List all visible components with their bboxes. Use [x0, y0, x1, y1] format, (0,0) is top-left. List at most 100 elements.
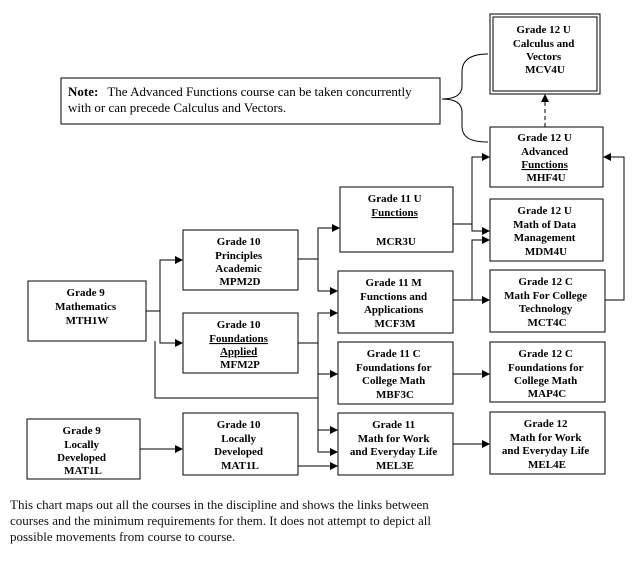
course-box-mcr3u[interactable]: Grade 11 U Functions MCR3U	[339, 186, 454, 253]
svg-text:Grade 10 Locally D: Grade 10 Locally Developed MAT1L	[214, 419, 266, 472]
mel3e-line-4: MEL3E	[376, 460, 414, 472]
mcf3m-line-1: Grade 11 M	[366, 277, 423, 289]
map4c-line-2: Foundations for	[508, 362, 584, 374]
mcv4u-line-2: Calculus and	[513, 38, 574, 50]
svg-text:Note: The Advanced Funct: Note: The Advanced Functions course can …	[68, 84, 412, 99]
mct4c-line-2: Math For College	[504, 290, 587, 302]
arrow-mcr3u-mhf4u	[453, 153, 490, 225]
mcf3m-line-2: Functions and	[360, 291, 427, 303]
mhf4u-line-1: Grade 12 U	[517, 132, 571, 144]
course-box-mat1l-grade9[interactable]: Grade 9 Locally Developed MAT1L	[26, 418, 141, 480]
mbf3c-line-1: Grade 11 C	[367, 348, 421, 360]
course-box-mbf3c[interactable]: Grade 11 C Foundations for College Math …	[337, 341, 454, 405]
mcv4u-line-1: Grade 12 U	[516, 24, 570, 36]
mct4c-line-1: Grade 12 C	[518, 276, 572, 288]
course-box-mcv4u[interactable]: Grade 12 U Calculus and Vectors MCV4U	[489, 13, 601, 95]
mcr3u-line-2: Functions	[371, 207, 418, 219]
mth1w-line-2: Mathematics	[55, 301, 117, 313]
mat1l-10-line-1: Grade 10	[217, 419, 261, 431]
svg-text:Grade 12 U Calculus and: Grade 12 U Calculus and Vectors MCV4U	[513, 24, 577, 76]
mfm2p-line-3: Applied	[220, 346, 257, 358]
mat1l-10-line-4: MAT1L	[221, 460, 259, 472]
svg-text:Grade 11 M Functions and: Grade 11 M Functions and Applications MC…	[360, 277, 430, 330]
mat1l-9-line-4: MAT1L	[64, 465, 102, 477]
mth1w-line-3: MTH1W	[66, 315, 109, 327]
svg-text:Grade 12 U Advanced: Grade 12 U Advanced Functions MHF4U	[517, 132, 574, 184]
course-box-mfm2p[interactable]: Grade 10 Foundations Applied MFM2P	[182, 312, 299, 374]
arrow-mth1w-mfm2p	[159, 311, 183, 347]
arrow-mfm2p-mcf3m	[298, 309, 338, 344]
mel3e-line-1: Grade 11	[372, 419, 415, 431]
mcr3u-line-4: MCR3U	[376, 236, 416, 248]
svg-text:Grade 9 Mathematics: Grade 9 Mathematics MTH1W	[55, 287, 119, 327]
arrow-mfm2p-mel3e	[317, 374, 338, 434]
mct4c-line-3: Technology	[519, 303, 573, 315]
mbf3c-line-3: College Math	[362, 375, 425, 387]
mat1l-9-line-1: Grade 9	[63, 425, 102, 437]
svg-text:Grade 12 U Math of Data: Grade 12 U Math of Data Management MDM4U	[513, 205, 579, 258]
mel4e-line-3: and Everyday Life	[502, 445, 590, 457]
course-box-mpm2d[interactable]: Grade 10 Principles Academic MPM2D	[182, 229, 299, 291]
mpm2d-line-2: Principles	[215, 250, 263, 262]
svg-text:Grade 12 C Math For Coll: Grade 12 C Math For College Technology M…	[504, 276, 590, 329]
course-box-mhf4u[interactable]: Grade 12 U Advanced Functions MHF4U	[489, 126, 604, 188]
mel3e-line-3: and Everyday Life	[350, 446, 438, 458]
mcv4u-line-4: MCV4U	[525, 64, 565, 76]
course-box-mel4e[interactable]: Grade 12 Math for Work and Everyday Life…	[489, 411, 606, 475]
course-box-mdm4u[interactable]: Grade 12 U Math of Data Management MDM4U	[489, 198, 604, 262]
note-brace	[441, 53, 489, 143]
mfm2p-line-4: MFM2P	[220, 359, 260, 371]
mbf3c-line-2: Foundations for	[356, 362, 432, 374]
mpm2d-line-4: MPM2D	[220, 276, 261, 288]
svg-text:Grade 9 Locally De: Grade 9 Locally Developed MAT1L	[57, 425, 109, 477]
svg-text:Grade 10 Principles: Grade 10 Principles Academic MPM2D	[215, 236, 265, 288]
mel4e-line-1: Grade 12	[524, 418, 568, 430]
course-box-mel3e[interactable]: Grade 11 Math for Work and Everyday Life…	[337, 412, 454, 476]
map4c-line-3: College Math	[514, 375, 577, 387]
svg-text:Grade 11 C Foundations f: Grade 11 C Foundations for College Math …	[356, 348, 434, 401]
mth1w-line-1: Grade 9	[67, 287, 106, 299]
arrow-mct4c-mhf4u	[603, 153, 625, 301]
mdm4u-line-4: MDM4U	[525, 246, 567, 258]
svg-text:Grade 10 Foundations: Grade 10 Foundations Applied MFM2P	[209, 319, 270, 371]
mat1l-9-line-2: Locally	[64, 439, 99, 451]
arrow-mcr3u-mdm4u	[471, 224, 490, 235]
mct4c-line-4: MCT4C	[527, 317, 566, 329]
mat1l-10-line-2: Locally	[221, 433, 256, 445]
note-line-1: The Advanced Functions course can be tak…	[107, 84, 412, 99]
mat1l-10-line-3: Developed	[214, 446, 263, 458]
note-line-2: with or can precede Calculus and Vectors…	[68, 100, 286, 115]
mcf3m-line-4: MCF3M	[375, 318, 417, 330]
map4c-line-4: MAP4C	[528, 388, 567, 400]
mpm2d-line-1: Grade 10	[217, 236, 261, 248]
svg-text:Grade 12 Math for Work: Grade 12 Math for Work and Everyday Life…	[502, 418, 592, 471]
mdm4u-line-2: Math of Data	[513, 219, 576, 231]
course-box-mat1l-grade10[interactable]: Grade 10 Locally Developed MAT1L	[182, 412, 299, 476]
svg-text:Grade 11 U Functions: Grade 11 U Functions MCR3U	[368, 193, 425, 248]
arrow-mfm2p-mbf3c	[317, 343, 338, 378]
mbf3c-line-4: MBF3C	[376, 389, 414, 401]
mhf4u-line-4: MHF4U	[526, 172, 565, 184]
arrow-mpm2d-mcr3u	[298, 224, 340, 260]
course-box-mth1w[interactable]: Grade 9 Mathematics MTH1W	[27, 280, 147, 342]
arrow-mcf3m-mdm4u	[453, 236, 490, 301]
svg-text:Grade 12 C Foundations f: Grade 12 C Foundations for College Math …	[508, 348, 586, 400]
course-box-mcf3m[interactable]: Grade 11 M Functions and Applications MC…	[337, 270, 454, 334]
mel4e-line-4: MEL4E	[528, 459, 566, 471]
mhf4u-line-3: Functions	[521, 159, 568, 171]
mfm2p-line-2: Foundations	[209, 333, 268, 345]
mel4e-line-2: Math for Work	[510, 432, 583, 444]
course-box-mct4c[interactable]: Grade 12 C Math For College Technology M…	[489, 269, 606, 333]
course-box-map4c[interactable]: Grade 12 C Foundations for College Math …	[489, 341, 606, 403]
arrow-mpm2d-mcf3m	[317, 259, 338, 295]
map4c-line-1: Grade 12 C	[518, 348, 572, 360]
mat1l-9-line-3: Developed	[57, 452, 106, 464]
mfm2p-line-1: Grade 10	[217, 319, 261, 331]
diagram-caption: This chart maps out all the courses in t…	[10, 497, 431, 544]
note-callout: Note: The Advanced Functions course can …	[60, 53, 489, 143]
svg-text:Grade 11 Math for Work: Grade 11 Math for Work and Everyday Life…	[350, 419, 440, 472]
mcf3m-line-3: Applications	[364, 304, 424, 316]
mdm4u-line-3: Management	[514, 232, 576, 244]
mhf4u-line-2: Advanced	[521, 146, 568, 158]
